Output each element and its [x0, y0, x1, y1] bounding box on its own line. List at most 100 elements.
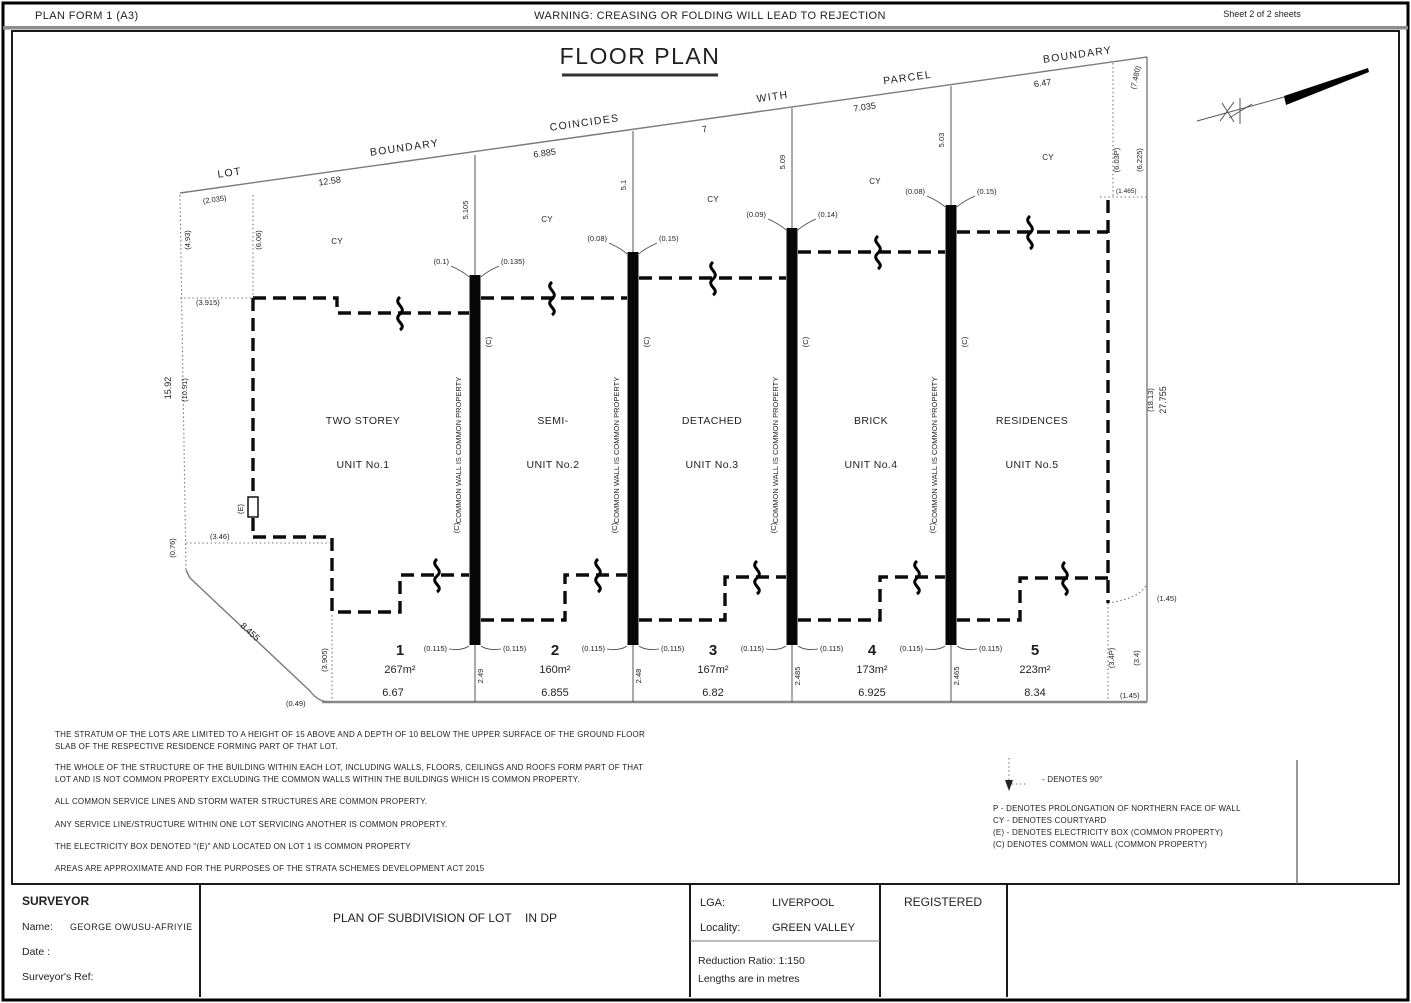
unit-name: UNIT No.3 [685, 459, 738, 471]
c-label: (C) [769, 522, 778, 533]
dimension: (6.03P) [1112, 147, 1121, 172]
unit-name: TWO STOREY [326, 415, 400, 427]
notes: THE STRATUM OF THE LOTS ARE LIMITED TO A… [55, 730, 645, 873]
title-block: SURVEYOR Name: GEORGE OWUSU-AFRIYIE Date… [22, 884, 1008, 997]
dimension: (7.480) [1129, 64, 1143, 90]
dimension: (0.115) [820, 644, 844, 653]
boundary-word: COINCIDES [549, 112, 620, 134]
ninety-degree-icon [1005, 758, 1027, 791]
locality-label: Locality: [700, 922, 740, 934]
lot-boundary [179, 56, 1148, 704]
dimension: 7 [701, 124, 707, 135]
c-label: (C) [610, 522, 619, 533]
unit-name: UNIT No.5 [1005, 459, 1058, 471]
courtyard-labels: CY CY CY CY CY [331, 153, 1054, 246]
dimension: (3.915) [196, 298, 220, 307]
left-dimensions: (4.93) (6.06) 15.92 (10.91) (3.915) (0.7… [163, 230, 329, 708]
boundary-word: WITH [756, 89, 789, 105]
unit-name: SEMI- [537, 415, 568, 427]
boundary-word: PARCEL [882, 69, 932, 88]
dimension: 2.49 [476, 669, 485, 684]
note-line: THE STRATUM OF THE LOTS ARE LIMITED TO A… [55, 730, 645, 739]
unit-name: BRICK [854, 415, 888, 427]
dimension: 15.92 [163, 377, 173, 400]
dimension: (0.115) [582, 644, 606, 653]
frontage-dimension: 8.34 [1024, 687, 1045, 699]
reduction-ratio: Reduction Ratio: 1:150 [698, 955, 805, 967]
dimension: (0.1) [434, 257, 450, 266]
lot-area: 167m² [697, 664, 729, 676]
common-wall-text: COMMON WALL IS COMMON PROPERTY [930, 377, 939, 523]
dimension: (10.91) [180, 378, 189, 402]
legend-item: P - DENOTES PROLONGATION OF NORTHERN FAC… [993, 804, 1241, 813]
frontage-dimension: 6.82 [702, 687, 723, 699]
lot-number: 5 [1031, 642, 1039, 659]
north-arrow-icon [1196, 68, 1369, 124]
legend: - DENOTES 90° P - DENOTES PROLONGATION O… [993, 758, 1241, 849]
dimension: (1.465) [1116, 188, 1137, 195]
electricity-box-label: (E) [236, 504, 245, 515]
note-line: ANY SERVICE LINE/STRUCTURE WITHIN ONE LO… [55, 820, 447, 829]
lot-frontages: 6.67 6.855 6.82 6.925 8.34 [382, 687, 1045, 699]
dimension: (0.08) [587, 234, 607, 243]
unit-name: UNIT No.2 [526, 459, 579, 471]
note-line: LOT AND IS NOT COMMON PROPERTY EXCLUDING… [55, 775, 580, 784]
right-dimensions: (6.03P) (6.225) (1.465) (18.13) 27.755 (… [1107, 147, 1177, 700]
courtyard-label: CY [707, 195, 719, 204]
dimension: 5.03 [937, 133, 946, 148]
dimension: (0.135) [501, 257, 525, 266]
dimension: 8.455 [238, 620, 261, 643]
dimension: (0.49) [286, 699, 306, 708]
dimension: (0.08) [905, 187, 925, 196]
lot-area: 267m² [384, 664, 416, 676]
common-wall-text: COMMON WALL IS COMMON PROPERTY [612, 377, 621, 523]
unit-name: UNIT No.4 [844, 459, 897, 471]
sheet-label: Sheet 2 of 2 sheets [1223, 9, 1301, 19]
dimension: (0.115) [503, 644, 527, 653]
dimension: (1.45) [1120, 691, 1140, 700]
dimension: (3.4P) [1107, 647, 1116, 668]
dimension: (3.905) [320, 648, 329, 672]
dimension: (0.14) [818, 210, 838, 219]
common-wall-2: 5.1 (0.08) (0.15) (0.115) (0.115) 2.48 C… [582, 131, 685, 702]
dimension: 5.105 [461, 201, 470, 220]
note-line: THE ELECTRICITY BOX DENOTED "(E)" AND LO… [55, 842, 411, 851]
frontage-dimension: 6.855 [541, 687, 569, 699]
dimension: (18.13) [1146, 388, 1155, 412]
lot-area: 160m² [539, 664, 571, 676]
dimension: 6.47 [1033, 77, 1052, 89]
registered-label: REGISTERED [904, 895, 982, 909]
legend-item: CY - DENOTES COURTYARD [993, 816, 1106, 825]
lot-number: 1 [396, 642, 404, 659]
dimension: 2.48 [634, 669, 643, 684]
lot-number: 4 [868, 642, 877, 659]
dimension: (0.115) [900, 644, 924, 653]
warning-text: WARNING: CREASING OR FOLDING WILL LEAD T… [534, 10, 886, 22]
electricity-box: (E) [236, 496, 259, 518]
dimension: 7.035 [853, 101, 877, 114]
c-label: (C) [642, 336, 651, 347]
c-label: (C) [484, 336, 493, 347]
dimension: (6.225) [1135, 148, 1144, 172]
name-label: Name: [22, 921, 53, 933]
unit-name: RESIDENCES [996, 415, 1068, 427]
courtyard-label: CY [869, 177, 881, 186]
dimension: (6.06) [254, 230, 263, 250]
dimension: (0.15) [977, 187, 997, 196]
dimension: (3.46) [210, 532, 230, 541]
lot-numbers: 1 2 3 4 5 [396, 642, 1039, 659]
dimension: 5.1 [619, 180, 628, 190]
building-outline [251, 200, 1110, 622]
dimension: (0.115) [741, 644, 765, 653]
lot-number: 2 [551, 642, 559, 659]
dimension: 6.885 [533, 147, 557, 160]
dimension: 2.485 [793, 667, 802, 686]
drawing-area-border [11, 30, 1400, 885]
legend-item: (C) DENOTES COMMON WALL (COMMON PROPERTY… [993, 840, 1207, 849]
dimension: 2.465 [952, 667, 961, 686]
wall-break-symbols [396, 214, 1069, 597]
locality-value: GREEN VALLEY [772, 922, 856, 934]
